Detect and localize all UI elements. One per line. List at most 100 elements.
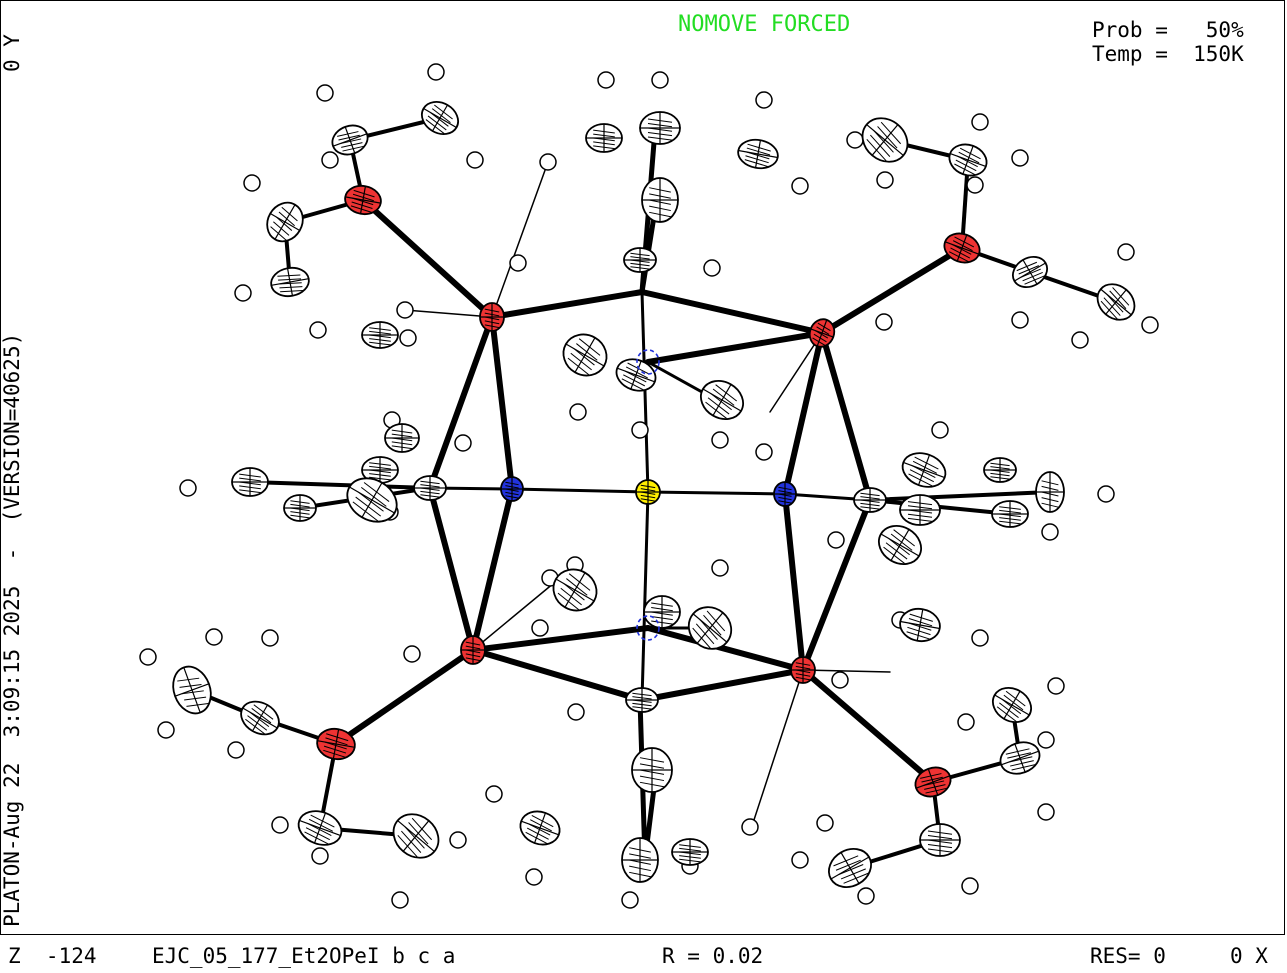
hydrogen-atom: [957, 713, 975, 731]
carbon-atom: [992, 687, 1032, 723]
carbon-atom: [585, 123, 623, 153]
carbon-atom: [384, 423, 420, 453]
hydrogen-atom: [1041, 523, 1059, 541]
carbon-atom: [621, 837, 659, 883]
hydrogen-atom: [1037, 803, 1055, 821]
hydrogen-atom: [531, 619, 549, 637]
carbon-atom: [231, 467, 269, 497]
carbon-atom: [297, 810, 343, 846]
lithium-atom: [790, 656, 816, 684]
version-caption: PLATON-Aug 22 3:09:15 2025 - (VERSION=40…: [0, 332, 24, 927]
hydrogen-atom: [403, 645, 421, 663]
hydrogen-atom: [1097, 485, 1115, 503]
hydrogen-atom: [227, 741, 245, 759]
carbon-atom: [270, 266, 310, 298]
carbon-atom: [828, 848, 872, 888]
carbon-atom: [623, 247, 657, 273]
bond-line: [470, 625, 651, 653]
hydrogen-atom: [396, 301, 414, 319]
hydrogen-atom: [1141, 316, 1159, 334]
resolution-label: RES= 0: [1090, 944, 1166, 968]
carbon-atom: [919, 823, 961, 857]
hydrogen-atom: [791, 177, 809, 195]
hydrogen-atom: [234, 284, 252, 302]
hydrogen-atom: [1117, 243, 1135, 261]
hydrogen-atom: [309, 321, 327, 339]
carbon-atom: [240, 700, 280, 736]
nitrogen-atom: [500, 476, 524, 502]
contact-line: [491, 161, 549, 318]
carbon-atom: [283, 494, 317, 522]
hydrogen-atom: [857, 887, 875, 905]
hydrogen-atom: [321, 151, 339, 169]
hydrogen-atom: [205, 628, 223, 646]
oxygen-atom: [943, 232, 981, 264]
hydrogen-atom: [311, 847, 329, 865]
hydrogen-atom: [711, 559, 729, 577]
hydrogen-atom: [569, 403, 587, 421]
hydrogen-atom: [485, 785, 503, 803]
carbon-atom: [392, 813, 440, 859]
hydrogen-atom: [179, 479, 197, 497]
hydrogen-atom: [427, 63, 445, 81]
hydrogen-atom: [816, 814, 834, 832]
status-label: NOMOVE FORCED: [678, 12, 851, 37]
carbon-atom: [331, 124, 369, 156]
bond-line: [470, 647, 645, 703]
bond-line: [639, 667, 806, 703]
hydrogen-atom: [875, 313, 893, 331]
hydrogen-atom: [711, 431, 729, 449]
hydrogen-atom: [1047, 677, 1065, 695]
hydrogen-atom: [876, 171, 894, 189]
carbon-atom: [641, 177, 679, 223]
hydrogen-atom: [271, 816, 289, 834]
hydrogen-atom: [567, 703, 585, 721]
carbon-atom: [631, 747, 673, 793]
carbon-atom: [999, 741, 1041, 775]
structure-id: EJC_05_177_Et2OPeI b c a: [152, 944, 456, 968]
bond-line: [646, 490, 787, 496]
carbon-atom: [901, 452, 947, 488]
carbon-atom: [361, 321, 399, 349]
hydrogen-atom: [391, 891, 409, 909]
carbon-atom: [983, 457, 1017, 483]
hydrogen-atom: [1011, 149, 1029, 167]
temperature-label: Temp = 150K: [1092, 42, 1244, 66]
bond-line: [248, 480, 432, 490]
carbon-atom: [700, 380, 744, 420]
y-axis-label: 0 Y: [0, 34, 24, 72]
hydrogen-atom: [966, 176, 984, 194]
bond-line: [427, 314, 495, 491]
carbon-atom: [1035, 471, 1065, 513]
oxygen-atom: [316, 727, 356, 761]
r-factor: R = 0.02: [662, 944, 764, 968]
bond-line: [868, 490, 1052, 502]
carbon-atom: [991, 500, 1029, 528]
carbon-atom: [562, 333, 608, 377]
hydrogen-atom: [755, 443, 773, 461]
contact-line: [404, 309, 493, 318]
lithium-atom: [460, 635, 486, 665]
bond-line: [360, 197, 495, 320]
lithium-atom: [479, 302, 505, 332]
hydrogen-atom: [139, 648, 157, 666]
bond-line: [782, 491, 806, 673]
bond-line: [800, 667, 936, 785]
bond-line: [645, 330, 825, 365]
carbon-atom: [615, 358, 657, 392]
hydrogen-atom: [399, 329, 417, 347]
carbon-atom: [853, 487, 887, 513]
carbon-atom: [671, 838, 709, 866]
bond-line: [489, 289, 645, 320]
carbon-atom: [552, 568, 598, 612]
carbon-atom: [421, 101, 459, 135]
hydrogen-atom: [651, 71, 669, 89]
bond-line: [782, 330, 825, 497]
carbon-atom: [1012, 256, 1048, 288]
bond-line: [640, 290, 650, 494]
carbon-atom: [519, 810, 561, 846]
iodine-atom: [635, 479, 661, 505]
bond-line: [645, 625, 806, 673]
bond-line: [333, 647, 476, 747]
